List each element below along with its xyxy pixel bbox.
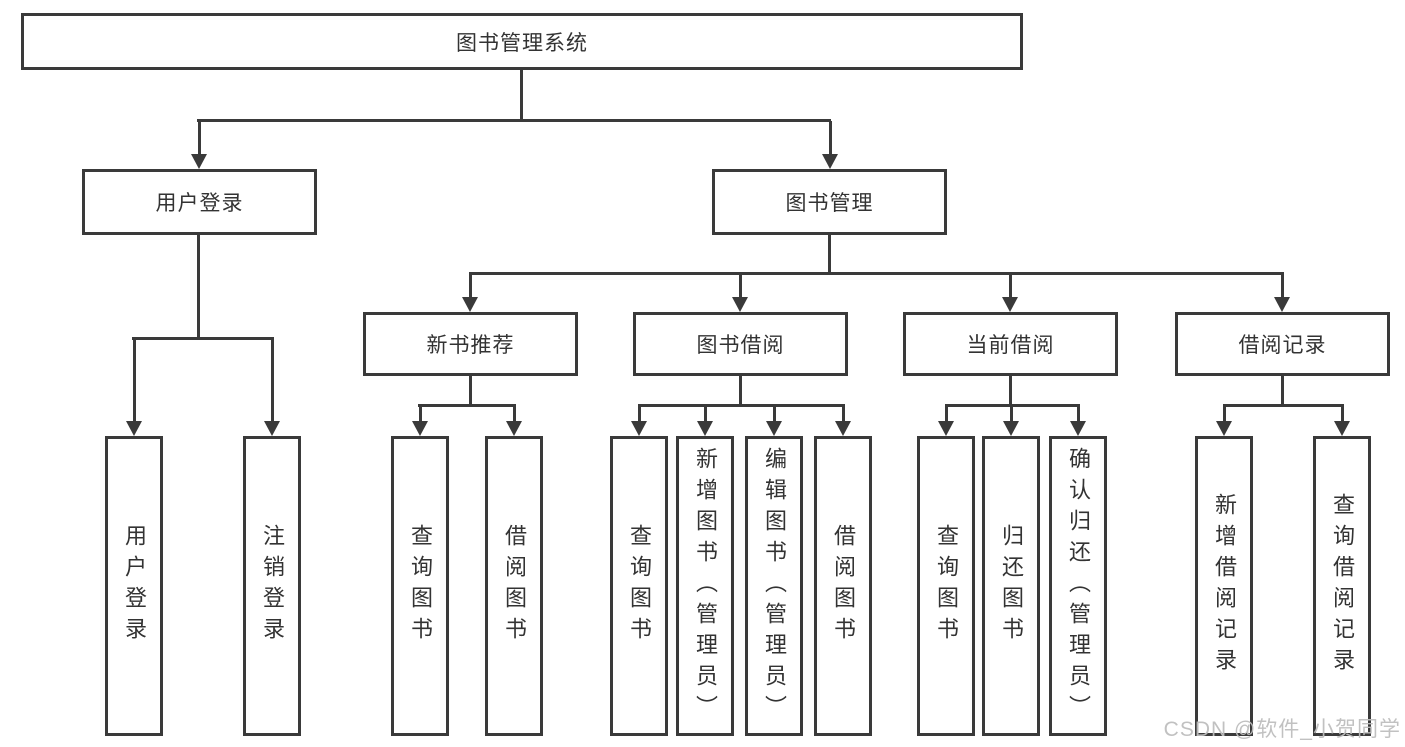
connector-arrow-down bbox=[822, 121, 838, 169]
connector-line bbox=[638, 404, 845, 407]
connector-arrow-down bbox=[191, 121, 207, 169]
connector-line bbox=[132, 337, 274, 340]
node-label: 新书推荐 bbox=[426, 334, 515, 357]
node-label: 当前借阅 bbox=[966, 334, 1055, 357]
leaf-borrow-query-book: 查询图书 bbox=[610, 436, 668, 736]
leaf-label: 新增借阅记录 bbox=[1212, 493, 1237, 679]
connector-line bbox=[945, 404, 1080, 407]
leaf-user-login: 用户登录 bbox=[105, 436, 163, 736]
node-book-management: 图书管理 bbox=[712, 169, 947, 235]
connector-line bbox=[739, 376, 742, 406]
leaf-label: 新增图书（管理员） bbox=[693, 446, 718, 726]
leaf-label: 归还图书 bbox=[999, 524, 1024, 648]
leaf-logout: 注销登录 bbox=[243, 436, 301, 736]
leaf-newbook-borrow-book: 借阅图书 bbox=[485, 436, 543, 736]
node-user-login: 用户登录 bbox=[82, 169, 317, 235]
leaf-label: 查询借阅记录 bbox=[1330, 493, 1355, 679]
connector-arrow-down bbox=[732, 274, 748, 312]
node-label: 图书管理 bbox=[785, 192, 874, 215]
connector-arrow-down bbox=[631, 406, 647, 436]
connector-line bbox=[418, 404, 516, 407]
connector-arrow-down bbox=[412, 406, 428, 436]
connector-arrow-down bbox=[264, 339, 280, 436]
connector-line bbox=[1281, 376, 1284, 406]
leaf-label: 查询图书 bbox=[934, 524, 959, 648]
connector-arrow-down bbox=[1002, 274, 1018, 312]
connector-arrow-down bbox=[1003, 406, 1019, 436]
node-label: 用户登录 bbox=[155, 192, 244, 215]
connector-line bbox=[197, 235, 200, 339]
leaf-current-query-book: 查询图书 bbox=[917, 436, 975, 736]
node-borrow-records: 借阅记录 bbox=[1175, 312, 1390, 376]
connector-line bbox=[197, 119, 831, 122]
leaf-label: 借阅图书 bbox=[502, 524, 527, 648]
connector-line bbox=[469, 272, 1284, 275]
node-book-borrow: 图书借阅 bbox=[633, 312, 848, 376]
connector-arrow-down bbox=[766, 406, 782, 436]
leaf-current-confirm-return-admin: 确认归还（管理员） bbox=[1049, 436, 1107, 736]
connector-arrow-down bbox=[1334, 406, 1350, 436]
node-label: 借阅记录 bbox=[1238, 334, 1327, 357]
connector-arrow-down bbox=[697, 406, 713, 436]
leaf-label: 查询图书 bbox=[408, 524, 433, 648]
node-label: 图书借阅 bbox=[696, 334, 785, 357]
connector-line bbox=[520, 69, 523, 120]
node-new-book-recommend: 新书推荐 bbox=[363, 312, 578, 376]
connector-arrow-down bbox=[506, 406, 522, 436]
leaf-newbook-query-book: 查询图书 bbox=[391, 436, 449, 736]
connector-arrow-down bbox=[1070, 406, 1086, 436]
connector-arrow-down bbox=[126, 339, 142, 436]
node-current-borrow: 当前借阅 bbox=[903, 312, 1118, 376]
leaf-borrow-borrow-book: 借阅图书 bbox=[814, 436, 872, 736]
leaf-records-add-record: 新增借阅记录 bbox=[1195, 436, 1253, 736]
node-label: 图书管理系统 bbox=[456, 31, 588, 55]
leaf-label: 借阅图书 bbox=[831, 524, 856, 648]
leaf-records-query-record: 查询借阅记录 bbox=[1313, 436, 1371, 736]
connector-line bbox=[469, 376, 472, 406]
connector-arrow-down bbox=[835, 406, 851, 436]
connector-arrow-down bbox=[938, 406, 954, 436]
leaf-current-return-book: 归还图书 bbox=[982, 436, 1040, 736]
leaf-label: 编辑图书（管理员） bbox=[762, 446, 787, 726]
node-library-management-system: 图书管理系统 bbox=[21, 13, 1023, 70]
connector-arrow-down bbox=[1274, 274, 1290, 312]
connector-arrow-down bbox=[462, 274, 478, 312]
leaf-borrow-edit-book-admin: 编辑图书（管理员） bbox=[745, 436, 803, 736]
connector-line bbox=[828, 235, 831, 274]
leaf-label: 查询图书 bbox=[627, 524, 652, 648]
connector-arrow-down bbox=[1216, 406, 1232, 436]
leaf-label: 注销登录 bbox=[260, 524, 285, 648]
leaf-borrow-add-book-admin: 新增图书（管理员） bbox=[676, 436, 734, 736]
leaf-label: 确认归还（管理员） bbox=[1066, 446, 1091, 726]
csdn-watermark: CSDN @软件_小贺同学 bbox=[1163, 718, 1401, 741]
leaf-label: 用户登录 bbox=[122, 524, 147, 648]
connector-line bbox=[1009, 376, 1012, 406]
connector-line bbox=[1223, 404, 1344, 407]
